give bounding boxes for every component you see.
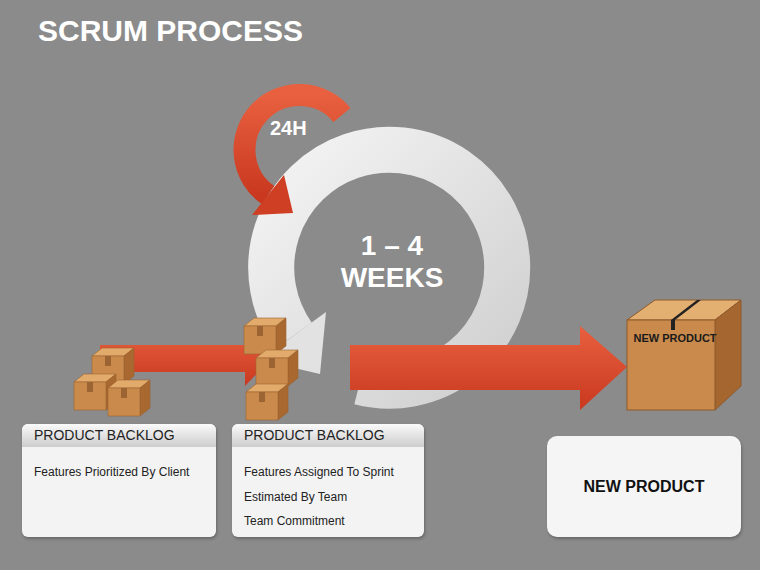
cycle-label: 1 – 4 WEEKS [327,230,457,294]
diagram-title: SCRUM PROCESS [38,14,303,48]
backlog-panel: PRODUCT BACKLOGFeatures Prioritized By C… [22,424,216,537]
panel-text: Features Assigned To Sprint [232,447,424,481]
panel-text: Estimated By Team [232,481,424,506]
product-cube: NEW PRODUCT [625,298,743,412]
cube-label: NEW PRODUCT [633,332,717,346]
box-text: NEW PRODUCT [576,470,713,504]
cycle-label: 24H [270,117,307,140]
panel-heading: PRODUCT BACKLOG [232,424,424,447]
panel-text: Features Prioritized By Client [22,447,216,481]
backlog-panel: PRODUCT BACKLOGFeatures Assigned To Spri… [232,424,424,537]
flow-arrow [350,326,627,410]
box-pile [74,348,150,416]
panel-heading: PRODUCT BACKLOG [22,424,216,447]
daily-arc [245,95,342,195]
box-stack [244,318,298,420]
product-box: NEW PRODUCT [547,436,741,537]
panel-text: Team Commitment [232,505,424,530]
daily-arrowhead [252,175,293,215]
cube-outline [625,298,743,412]
